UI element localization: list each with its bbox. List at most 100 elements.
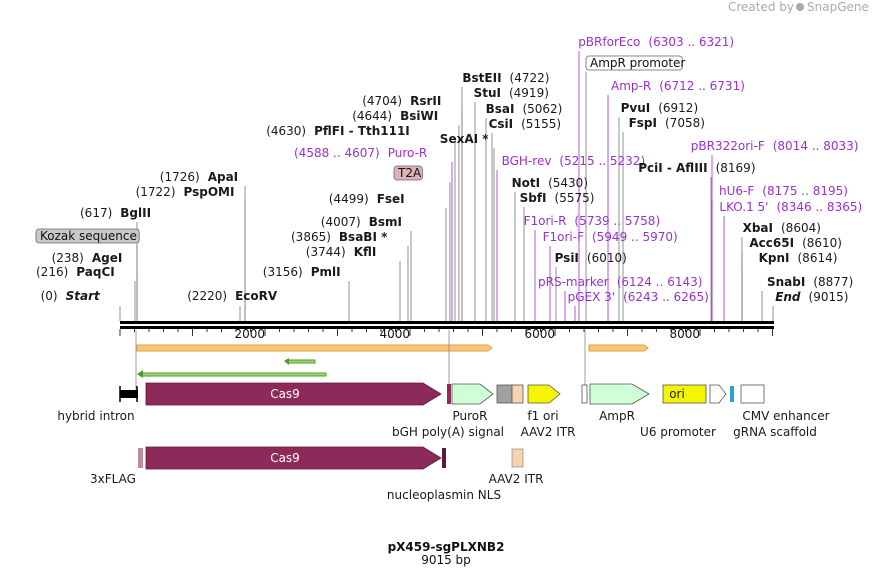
hybrid-intron-feature [120,390,138,398]
grna-scaffold-label: gRNA scaffold [733,425,817,439]
u6-promoter-label: U6 promoter [640,425,716,439]
snapgene-logo-icon [796,3,805,11]
feature-row-2: Cas9 3xFLAG nucleoplasmin NLS AAV2 ITR [90,446,544,502]
nucleoplasmin-nls-feature [442,448,446,468]
cas9-feature [145,382,442,406]
primer-label: (4588 .. 4607)Puro-R [294,146,427,160]
plasmid-name: pX459-sgPLXNB2 [388,540,505,554]
restriction-site-label: BstEII(4722) [462,71,549,85]
3xflag-label: 3xFLAG [90,472,136,486]
orf-forward-orange [136,344,493,352]
orf-forward-ampr [588,344,649,352]
restriction-site-label: SexAI * [440,132,489,146]
restriction-site-label: (3744)KflI [306,245,377,259]
u6-promoter-feature [709,384,727,404]
axis-tick-label: 8000 [669,327,700,341]
t2a-feature [447,384,451,404]
restriction-site-label: (1722)PspOMI [136,185,235,199]
ori-label: ori [669,387,685,401]
site-labels: (0)Start (216)PaqCI(238)AgeI Kozak sequenc… [35,35,862,304]
restriction-site-label: KpnI(8614) [759,251,838,265]
axis-tick-label: 4000 [379,327,410,341]
aav2-itr-feature-2 [511,448,524,468]
restriction-site-label: (4630)PflFI - Tth111I [266,124,410,138]
primer-label: pBR322ori-F(8014 .. 8033) [691,139,859,153]
created-by-text: Created by [728,0,794,14]
hybrid-intron-label: hybrid intron [57,409,134,423]
ampr-label: AmpR [599,409,635,423]
ampr-promoter-feature [581,384,588,404]
ori-feature [662,384,707,404]
restriction-site-label: (216)PaqCI [36,265,115,279]
nucleoplasmin-nls-label: nucleoplasmin NLS [387,488,501,502]
primer-label: F1ori-F(5949 .. 5970) [543,230,678,244]
restriction-site-label: PvuI(6912) [621,101,699,115]
restriction-site-label: (617)BglII [80,206,151,220]
primer-label: F1ori-R(5739 .. 5758) [524,214,661,228]
restriction-site-label: (238)AgeI [52,251,123,265]
restriction-site-label: SbfI(5575) [520,191,595,205]
svg-text:Kozak sequence: Kozak sequence [40,229,137,243]
aav2-itr-label-2: AAV2 ITR [489,472,544,486]
orf-arrows [136,344,649,378]
primer-label: LKO.1 5'(8346 .. 8365) [719,200,862,214]
aav2-itr-label: AAV2 ITR [521,425,576,439]
axis-ticks: 2000 4000 6000 8000 [119,327,773,341]
cas9-label: Cas9 [270,387,300,401]
cas9-label-2: Cas9 [270,451,300,465]
restriction-site-label: PsiI(6010) [555,251,627,265]
restriction-site-label: XbaI(8604) [743,221,821,235]
restriction-site-label: PciI - AflIII(8169) [638,161,755,175]
primer-label: Amp-R(6712 .. 6731) [611,79,745,93]
primer-label: pBRforEco(6303 .. 6321) [578,35,734,49]
restriction-site-label: SnabI(8877) [767,275,853,289]
f1-ori-label: f1 ori [527,409,558,423]
ampr-feature [589,383,650,405]
orf-reverse-small [286,359,316,364]
cas9-feature-2 [145,446,442,470]
puror-feature [451,383,494,405]
restriction-site-label: (2220)EcoRV [187,289,278,303]
feature-row-1: Cas9 ori [119,382,765,406]
cmv-enhancer-feature [740,384,765,404]
svg-text:T2A: T2A [397,166,422,180]
snapgene-brand: SnapGene [807,0,869,14]
restriction-site-label: (0)Start [41,289,101,303]
plasmid-length: 9015 bp [421,553,471,567]
primer-label: BGH-rev(5215 .. 5232) [502,154,646,168]
3xflag-feature [138,448,143,468]
feature-tag: AmpR promoter [585,55,685,71]
restriction-site-label: (4644)BsiWI [352,109,438,123]
puror-label: PuroR [453,409,488,423]
restriction-site-label: FspI(7058) [629,116,705,130]
restriction-site-label: (4007)BsmI [321,215,402,229]
restriction-site-label: End(9015) [775,290,848,304]
restriction-site-label: NotI(5430) [512,176,588,190]
axis-tick-label: 6000 [524,327,555,341]
restriction-site-label: StuI(4919) [474,86,549,100]
orf-reverse-green-head [137,370,143,378]
orf-reverse-small-head [284,358,289,365]
feature-tag: T2A [393,165,423,181]
aav2-itr-feature [511,384,524,404]
feature-tag: Kozak sequence [35,228,140,244]
svg-text:AmpR promoter: AmpR promoter [590,56,685,70]
axis-tick-label: 2000 [234,327,265,341]
primer-label: pRS-marker(6124 .. 6143) [538,275,702,289]
restriction-site-label: (3865)BsaBI * [291,230,388,244]
restriction-site-label: (4499)FseI [329,192,405,206]
restriction-site-label: CsiI(5155) [489,117,561,131]
bgh-polya-feature [496,384,513,404]
restriction-site-label: (3156)PmlI [263,265,341,279]
primer-label: hU6-F(8175 .. 8195) [719,184,848,198]
cmv-enhancer-label: CMV enhancer [742,409,829,423]
f1-ori-feature [527,384,561,404]
sequence-backbone [120,321,774,329]
site-leader-lines [119,51,774,321]
feature-row-1-labels: hybrid intron PuroR bGH poly(A) signal f… [57,409,829,439]
restriction-site-label: BsaI(5062) [486,102,563,116]
bgh-polya-label: bGH poly(A) signal [392,425,504,439]
restriction-site-label: Acc65I(8610) [749,236,842,250]
orf-reverse-green [139,372,327,377]
